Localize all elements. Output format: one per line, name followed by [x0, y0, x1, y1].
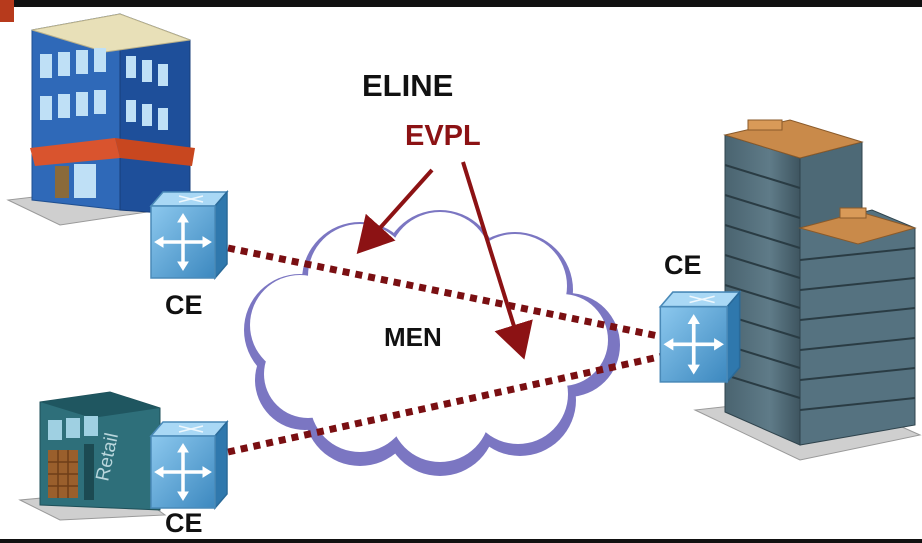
eline-label: ELINE [362, 68, 454, 103]
evpl-link-top [227, 244, 669, 342]
ce-switch-icon-right [658, 290, 742, 384]
ce-switch-icon-bottom-left [149, 420, 229, 510]
top-border-bar [0, 0, 922, 7]
ce-switch-icon-top-left [149, 190, 229, 280]
office-building-icon [6, 13, 195, 226]
ce-label-top-left: CE [165, 290, 203, 320]
retail-store-icon [18, 391, 167, 521]
office-tower-icon [693, 119, 922, 461]
ce-label-right: CE [664, 250, 702, 280]
men-label: MEN [384, 322, 442, 352]
ce-label-bottom-left: CE [165, 508, 203, 538]
top-border-accent [0, 0, 14, 22]
evpl-label: EVPL [405, 120, 481, 152]
evpl-arrow-right [461, 161, 533, 360]
evpl-arrow-left [356, 168, 434, 254]
evpl-link-bottom [227, 351, 669, 456]
bottom-border-bar [0, 539, 922, 543]
